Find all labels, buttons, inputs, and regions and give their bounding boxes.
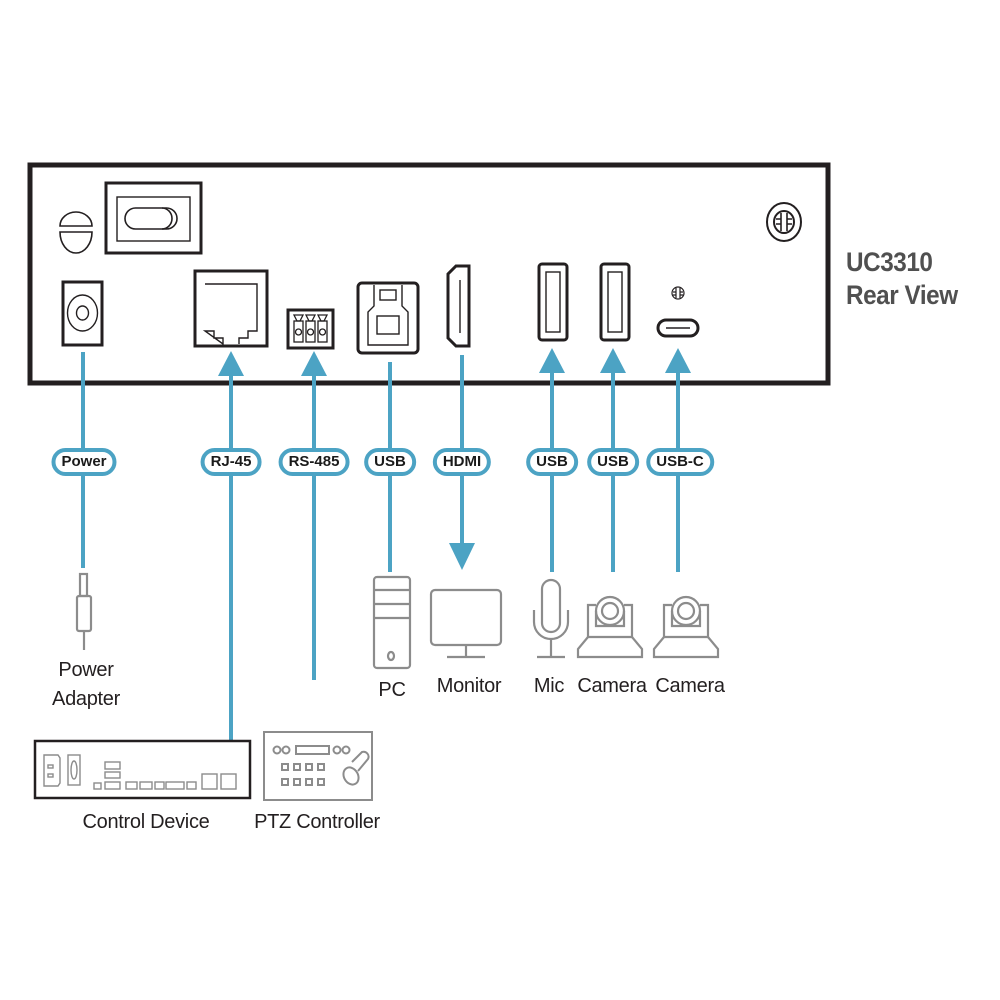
arrow-up-usbc-camera: [665, 348, 691, 373]
caption-ptz-controller: PTZ Controller: [254, 811, 380, 833]
arrow-down-hdmi: [449, 543, 475, 570]
caption-power-adapter-line1: Power: [58, 659, 114, 681]
ground-screw-icon: [766, 202, 802, 242]
hdmi-port-icon: [446, 264, 471, 348]
label-hdmi: HDMI: [432, 448, 492, 476]
label-usb-pc: USB: [364, 448, 416, 476]
terminal-block-icon: [286, 308, 335, 350]
arrow-up-rj45: [218, 351, 244, 376]
dc-jack-icon: [61, 280, 104, 347]
usb-a-port-icon: [599, 262, 631, 342]
label-usb-mic: USB: [526, 448, 578, 476]
device-title: UC3310 Rear View: [846, 246, 958, 312]
arrow-heads: [218, 348, 691, 570]
caption-control-device: Control Device: [82, 811, 210, 833]
label-rs485: RS-485: [278, 448, 350, 476]
caption-mic: Mic: [533, 675, 565, 697]
model-name: UC3310: [846, 247, 933, 277]
control-device-icon: [33, 739, 252, 800]
rocker-switch-icon: [104, 181, 203, 255]
label-power: Power: [51, 448, 117, 476]
ptz-controller-icon: [263, 731, 373, 801]
usb-c-port-icon: [656, 318, 700, 338]
small-screw-icon: [671, 286, 685, 300]
microphone-icon: [532, 578, 570, 659]
caption-power-adapter-line2: Adapter: [52, 688, 120, 710]
label-usbc-camera: USB-C: [646, 448, 714, 476]
monitor-icon: [429, 588, 503, 659]
caption-power-adapter: Power Adapter: [52, 656, 120, 714]
usb-b-port-icon: [356, 281, 420, 355]
arrow-up-usb-camera: [600, 348, 626, 373]
usb-a-port-icon: [537, 262, 569, 342]
caption-camera-usbc: Camera: [655, 675, 725, 697]
power-button-icon: [59, 211, 93, 254]
caption-monitor: Monitor: [436, 675, 502, 697]
view-name: Rear View: [846, 280, 958, 310]
pc-tower-icon: [372, 575, 412, 670]
caption-camera-usb: Camera: [577, 675, 647, 697]
arrow-up-usb-mic: [539, 348, 565, 373]
power-plug-icon: [75, 572, 93, 650]
rear-panel-outline: [27, 162, 831, 386]
ptz-camera-icon: [652, 595, 720, 659]
ptz-camera-icon: [576, 595, 644, 659]
arrow-up-rs485: [301, 351, 327, 376]
label-rj45: RJ-45: [200, 448, 262, 476]
label-usb-camera: USB: [587, 448, 639, 476]
rj45-port-icon: [193, 269, 269, 348]
caption-pc: PC: [378, 679, 406, 701]
